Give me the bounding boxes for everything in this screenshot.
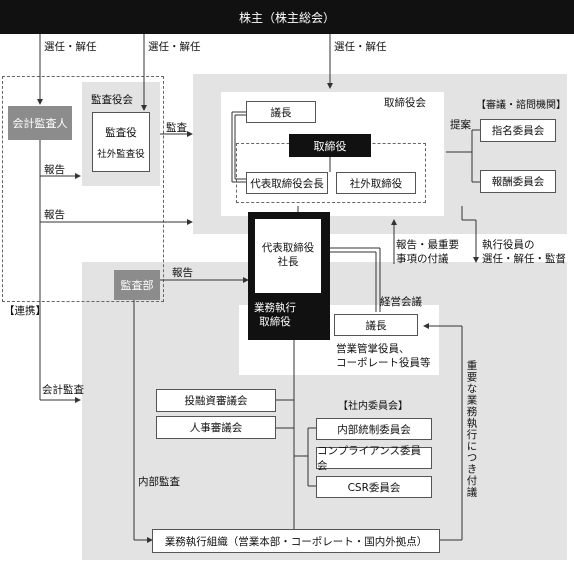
business-org-box: 業務執行組織（営業本部・コーポレート・国内外拠点） bbox=[152, 529, 440, 553]
label-report-3: 報告 bbox=[172, 267, 193, 279]
label-elect-dismiss-3: 選任・解任 bbox=[334, 41, 387, 53]
rep-director-chair-box: 代表取締役会長 bbox=[246, 172, 328, 194]
label-proposal: 提案 bbox=[450, 119, 471, 131]
label-report-1: 報告 bbox=[44, 164, 65, 176]
mm-members: 営業管掌役員、 コーポレート役員等 bbox=[336, 343, 431, 370]
outside-auditor-label: 社外監査役 bbox=[97, 148, 145, 160]
label-report-2: 報告 bbox=[44, 209, 65, 221]
personnel-council-box: 人事審議会 bbox=[156, 416, 276, 439]
advisory-header: 【審議・諮問機関】 bbox=[476, 100, 566, 111]
shareholders-bar: 株主（株主総会） bbox=[0, 0, 574, 34]
board-title: 取締役会 bbox=[384, 97, 426, 109]
label-coordination: 【連携】 bbox=[4, 305, 46, 317]
audit-dept-box: 監査部 bbox=[114, 270, 160, 300]
label-internal-audit: 内部監査 bbox=[138, 476, 180, 488]
president-label: 代表取締役 社長 bbox=[261, 242, 315, 268]
label-elect-dismiss-2: 選任・解任 bbox=[148, 41, 201, 53]
nomination-committee-box: 指名委員会 bbox=[480, 119, 556, 142]
accounting-auditor-box: 会計監査人 bbox=[8, 106, 72, 140]
auditor-dashed-group bbox=[2, 76, 164, 302]
board-chairman-box: 議長 bbox=[246, 101, 316, 123]
label-report-important: 報告・最重要 事項の付議 bbox=[396, 239, 459, 266]
management-meeting-title: 経営会議 bbox=[380, 296, 422, 308]
compensation-committee-box: 報酬委員会 bbox=[480, 170, 556, 193]
president-box: 代表取締役 社長 bbox=[254, 218, 322, 294]
exec-director-label: 業務執行 取締役 bbox=[254, 302, 296, 329]
internal-committees-header: 【社内委員会】 bbox=[338, 401, 408, 412]
outside-director-box: 社外取締役 bbox=[336, 172, 416, 194]
label-important-matters: 重要な業務執行につき付議 bbox=[465, 360, 478, 498]
label-audit: 監査 bbox=[166, 122, 187, 134]
label-accounting-audit: 会計監査 bbox=[42, 384, 84, 396]
auditor-box: 監査役 社外監査役 bbox=[92, 112, 150, 172]
csr-committee-box: CSR委員会 bbox=[316, 476, 432, 498]
director-box: 取締役 bbox=[289, 134, 371, 157]
investment-council-box: 投融資審議会 bbox=[156, 389, 276, 412]
auditor-label: 監査役 bbox=[105, 126, 137, 139]
label-elect-dismiss-1: 選任・解任 bbox=[44, 41, 97, 53]
label-exec-officer: 執行役員の 選任・解任・監督 bbox=[482, 239, 566, 266]
internal-control-committee-box: 内部統制委員会 bbox=[316, 418, 432, 440]
compliance-committee-box: コンプライアンス委員会 bbox=[316, 445, 432, 472]
mm-chairman-box: 議長 bbox=[334, 314, 418, 336]
audit-board-title: 監査役会 bbox=[91, 94, 133, 106]
